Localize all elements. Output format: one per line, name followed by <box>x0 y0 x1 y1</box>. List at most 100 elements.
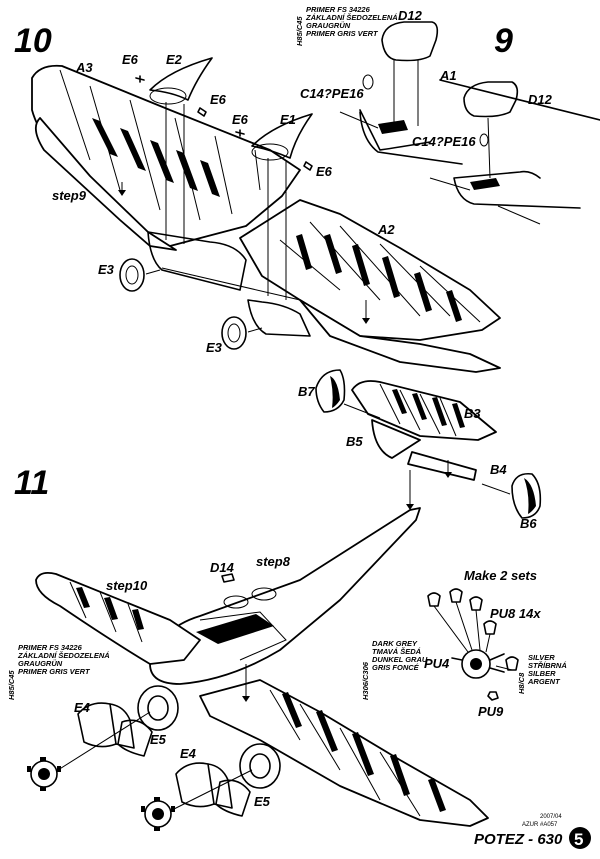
label-E4-b: E4 <box>180 746 197 761</box>
right-wing-outline <box>239 199 501 341</box>
label-E4-a: E4 <box>74 700 91 715</box>
left-wing-step11 <box>35 571 201 665</box>
nacelle-left <box>147 231 247 291</box>
paint-line: ZÁKLADNÍ ŠEDOZELENÁ <box>305 13 398 22</box>
fuselage-A1-lower <box>453 170 581 209</box>
footer-title: POTEZ - 630 <box>474 831 563 848</box>
engine-radial-b <box>141 797 175 831</box>
pin-E6-b <box>197 107 207 117</box>
canopy-D12-lower <box>463 81 519 118</box>
paint-code-h85-top: H85/C45 <box>295 16 304 46</box>
label-step9: step9 <box>52 188 87 203</box>
step-number-10: 10 <box>14 22 52 60</box>
paint-line: PRIMER GRIS VERT <box>306 29 379 38</box>
paint-line: PRIMER FS 34226 <box>306 5 371 14</box>
pin-E6-d <box>303 161 313 171</box>
label-E3-a: E3 <box>98 262 115 277</box>
part-C14-b <box>479 133 489 147</box>
page-number: 5 <box>574 830 583 849</box>
wheel-E3-lower <box>221 316 247 350</box>
paint-code-h85-left: H85/C45 <box>7 670 16 700</box>
cowling-E1 <box>251 113 313 159</box>
label-E3-b: E3 <box>206 340 223 355</box>
right-wing-step11 <box>199 679 489 827</box>
step-number-9: 9 <box>494 22 513 60</box>
part-D14 <box>221 573 235 583</box>
paint-line: SILBER <box>528 669 556 678</box>
label-step10: step10 <box>106 578 148 593</box>
fin-B7 <box>315 369 346 413</box>
label-A3: A3 <box>75 60 93 75</box>
propeller-hub-PU4 <box>451 649 505 679</box>
footer-kit: AZUR #A057 <box>522 822 558 828</box>
right-wing-lower <box>299 299 501 373</box>
label-C14-a: C14?PE16 <box>300 86 364 101</box>
paint-line: STŘÍBRNÁ <box>528 661 567 670</box>
label-step8: step8 <box>256 554 291 569</box>
label-B3: B3 <box>464 406 481 421</box>
part-C14-a <box>362 74 374 90</box>
paint-line: GRAUGRÜN <box>18 659 63 668</box>
label-C14-b: C14?PE16 <box>412 134 476 149</box>
paint-line: GRIS FONCÉ <box>372 663 420 672</box>
propeller-blades-PU8 <box>427 588 519 671</box>
step-number-11: 11 <box>14 464 49 502</box>
label-E2: E2 <box>166 52 183 67</box>
label-E6-b: E6 <box>210 92 227 107</box>
nacelle-front-left <box>137 685 179 731</box>
paint-callout-h85-top: H85/C45 PRIMER FS 34226 ZÁKLADNÍ ŠEDOZEL… <box>295 5 398 46</box>
paint-callout-h8: H8/C8 SILVER STŘÍBRNÁ SILBER ARGENT <box>517 653 567 694</box>
paint-code-h306: H306/C306 <box>361 661 370 700</box>
paint-line: ARGENT <box>527 677 561 686</box>
canopy-D12-upper <box>381 21 439 62</box>
pin-E6-a <box>135 75 145 83</box>
pin-E6-c <box>235 129 245 137</box>
left-wing-lower <box>34 117 177 251</box>
paint-line: GRAUGRÜN <box>306 21 351 30</box>
paint-line: DARK GREY <box>372 639 418 648</box>
paint-line: DUNKEL GRAU <box>372 655 428 664</box>
cowling-E5-upper <box>117 719 153 757</box>
paint-line: TMAVÁ ŠEDÁ <box>372 647 421 656</box>
label-A1: A1 <box>439 68 457 83</box>
label-B5: B5 <box>346 434 363 449</box>
paint-line: SILVER <box>528 653 555 662</box>
fin-B6 <box>511 472 542 519</box>
footer-date: 2007/04 <box>540 814 562 820</box>
label-E1: E1 <box>280 112 296 127</box>
nacelle-front-right <box>239 743 281 789</box>
label-E5-b: E5 <box>254 794 271 809</box>
elevator-B5 <box>371 419 421 459</box>
paint-line: ZÁKLADNÍ ŠEDOZELENÁ <box>17 651 110 660</box>
cowling-E4-lower <box>175 762 233 809</box>
label-B4: B4 <box>490 462 507 477</box>
label-PU4: PU4 <box>424 656 450 671</box>
paint-line: PRIMER FS 34226 <box>18 643 83 652</box>
note-make-sets: Make 2 sets <box>464 568 537 583</box>
cowling-E2 <box>149 57 213 101</box>
paint-line: PRIMER GRIS VERT <box>18 667 91 676</box>
nacelle-right <box>247 299 311 337</box>
engine-radial-a <box>27 757 61 791</box>
fuselage-A1 <box>359 79 600 165</box>
label-E6-c: E6 <box>232 112 249 127</box>
paint-callout-h306: H306/C306 DARK GREY TMAVÁ ŠEDÁ DUNKEL GR… <box>361 639 428 700</box>
label-E5-a: E5 <box>150 732 167 747</box>
label-E6-a: E6 <box>122 52 139 67</box>
part-PU9 <box>487 691 499 701</box>
paint-code-h8: H8/C8 <box>517 672 526 694</box>
wheel-E3-upper <box>119 258 145 292</box>
elevator-B4 <box>407 451 477 481</box>
label-B7: B7 <box>298 384 315 399</box>
paint-callout-h85-left: H85/C45 PRIMER FS 34226 ZÁKLADNÍ ŠEDOZEL… <box>7 643 110 700</box>
label-E6-d: E6 <box>316 164 333 179</box>
label-D12-upper: D12 <box>398 8 423 23</box>
label-B6: B6 <box>520 516 537 531</box>
label-PU9: PU9 <box>478 704 504 719</box>
label-A2: A2 <box>377 222 395 237</box>
label-D14: D14 <box>210 560 235 575</box>
label-PU8: PU8 14x <box>490 606 541 621</box>
page-number-badge <box>569 827 591 849</box>
